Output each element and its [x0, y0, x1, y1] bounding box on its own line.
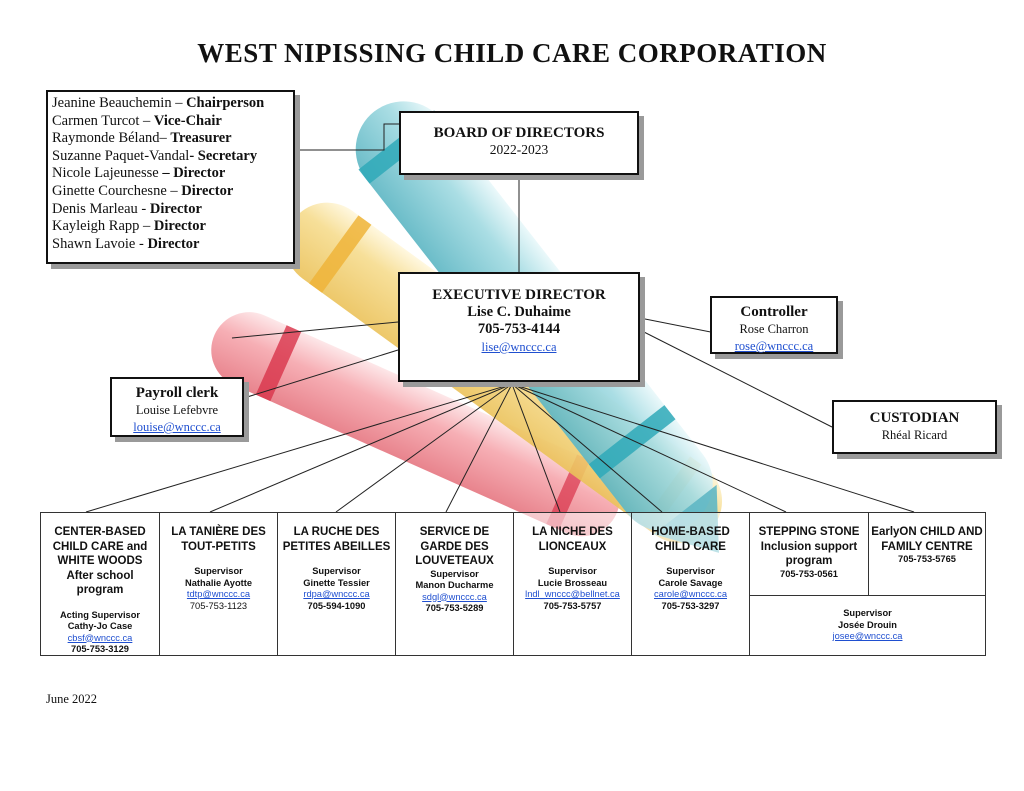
- program-box-la-niche: LA NICHE DES LIONCEAUX Supervisor Lucie …: [513, 512, 631, 656]
- program-role: Supervisor: [430, 568, 479, 579]
- program-phone: 705-753-5765: [898, 554, 956, 564]
- program-person: Cathy-Jo Case: [67, 621, 133, 631]
- program-phone: 705-753-0561: [780, 568, 838, 579]
- program-email-link[interactable]: cbsf@wnccc.ca: [67, 632, 133, 643]
- program-box-la-ruche: LA RUCHE DES PETITES ABEILLES Supervisor…: [277, 512, 395, 656]
- program-phone: 705-594-1090: [307, 600, 366, 611]
- program-box-stepping-stone: STEPPING STONE Inclusion support program…: [750, 513, 869, 595]
- program-role: Supervisor: [312, 566, 361, 576]
- board-member: Jeanine Beauchemin – Chairperson: [52, 95, 265, 111]
- executive-title: EXECUTIVE DIRECTOR: [432, 287, 606, 303]
- board-of-directors-box: BOARD OF DIRECTORS 2022-2023: [399, 111, 639, 175]
- board-member: Nicole Lajeunesse – Director: [52, 165, 226, 182]
- program-role: Supervisor: [666, 566, 715, 576]
- program-email-link[interactable]: sdgl@wnccc.ca: [422, 591, 487, 602]
- page-title: WEST NIPISSING CHILD CARE CORPORATION: [197, 38, 827, 68]
- program-email-link[interactable]: josee@wnccc.ca: [832, 631, 903, 641]
- program-title: LA NICHE DES LIONCEAUX: [532, 526, 613, 553]
- program-role: Supervisor: [194, 566, 243, 576]
- board-member: Suzanne Paquet-Vandal- Secretary: [52, 147, 258, 164]
- custodian-box: CUSTODIAN Rhéal Ricard: [832, 400, 997, 454]
- program-phone: 705-753-3297: [661, 600, 720, 611]
- program-title: LA TANIÈRE DES TOUT-PETITS: [171, 526, 266, 553]
- program-person: Josée Drouin: [838, 619, 897, 630]
- connector-lines: [85, 123, 915, 513]
- executive-phone: 705-753-4144: [477, 321, 561, 337]
- program-title: SERVICE DE GARDE DES LOUVETEAUX: [415, 526, 494, 567]
- program-person: Manon Ducharme: [415, 580, 494, 590]
- program-phone: 705-753-5757: [543, 600, 602, 611]
- program-phone: 705-753-5289: [425, 603, 484, 613]
- board-member: Shawn Lavoie - Director: [52, 235, 200, 252]
- program-phone: 705-753-1123: [189, 600, 248, 611]
- program-title: HOME-BASED CHILD CARE: [651, 526, 730, 553]
- board-member: Denis Marleau - Director: [52, 200, 202, 217]
- program-person: Carole Savage: [658, 577, 723, 588]
- program-email-link[interactable]: carole@wnccc.ca: [654, 589, 727, 599]
- board-years: 2022-2023: [489, 142, 549, 157]
- program-box-la-taniere: LA TANIÈRE DES TOUT-PETITS Supervisor Na…: [159, 512, 277, 656]
- board-member: Kayleigh Rapp – Director: [52, 218, 206, 235]
- executive-name: Lise C. Duhaime: [467, 304, 571, 320]
- program-group-stepping-earlyon: STEPPING STONE Inclusion support program…: [749, 512, 986, 656]
- board-member: Ginette Courchesne – Director: [52, 182, 234, 199]
- payroll-name: Louise Lefebvre: [135, 403, 219, 417]
- payroll-email-link[interactable]: louise@wnccc.ca: [133, 420, 221, 434]
- program-role: Acting Supervisor: [59, 609, 141, 620]
- document-date: June 2022: [46, 692, 98, 706]
- program-person: Nathalie Ayotte: [185, 577, 252, 588]
- board-member: Carmen Turcot – Vice-Chair: [52, 112, 222, 129]
- program-box-louveteaux: SERVICE DE GARDE DES LOUVETEAUX Supervis…: [395, 512, 513, 656]
- program-email-link[interactable]: lndl_wnccc@bellnet.ca: [525, 589, 620, 599]
- executive-director-box: EXECUTIVE DIRECTOR Lise C. Duhaime 705-7…: [398, 272, 640, 382]
- shared-supervisor-box: Supervisor Josée Drouin josee@wnccc.ca: [750, 596, 985, 643]
- program-title: CENTER-BASED CHILD CARE and WHITE WOODS …: [52, 526, 148, 596]
- program-group-top-row: STEPPING STONE Inclusion support program…: [750, 513, 985, 596]
- board-title: BOARD OF DIRECTORS: [433, 125, 605, 141]
- controller-title: Controller: [740, 304, 808, 320]
- board-members-list: Jeanine Beauchemin – Chairperson Carmen …: [46, 90, 295, 264]
- board-member: Raymonde Béland– Treasurer: [52, 130, 232, 147]
- program-email-link[interactable]: tdtp@wnccc.ca: [186, 589, 251, 599]
- payroll-title: Payroll clerk: [135, 385, 219, 401]
- program-box-earlyon: EarlyON CHILD AND FAMILY CENTRE 705-753-…: [869, 513, 985, 595]
- program-email-link[interactable]: rdpa@wnccc.ca: [303, 589, 370, 599]
- custodian-title: CUSTODIAN: [869, 410, 960, 426]
- program-title: LA RUCHE DES PETITES ABEILLES: [282, 526, 391, 553]
- program-title: STEPPING STONE Inclusion support program: [758, 526, 860, 567]
- program-person: Ginette Tessier: [303, 577, 370, 588]
- program-box-center-based: CENTER-BASED CHILD CARE and WHITE WOODS …: [40, 512, 159, 656]
- payroll-box: Payroll clerk Louise Lefebvre louise@wnc…: [110, 377, 244, 437]
- program-role: Supervisor: [548, 566, 597, 576]
- custodian-name: Rhéal Ricard: [881, 428, 948, 442]
- controller-box: Controller Rose Charron rose@wnccc.ca: [710, 296, 838, 354]
- executive-email-link[interactable]: lise@wnccc.ca: [481, 340, 557, 354]
- controller-email-link[interactable]: rose@wnccc.ca: [734, 339, 814, 353]
- program-phone: 705-753-3129: [71, 644, 129, 654]
- program-role: Supervisor: [843, 608, 892, 618]
- program-person: Lucie Brosseau: [537, 577, 608, 588]
- program-title: EarlyON CHILD AND FAMILY CENTRE: [871, 526, 983, 553]
- controller-name: Rose Charron: [739, 322, 809, 336]
- program-box-home-based: HOME-BASED CHILD CARE Supervisor Carole …: [631, 512, 749, 656]
